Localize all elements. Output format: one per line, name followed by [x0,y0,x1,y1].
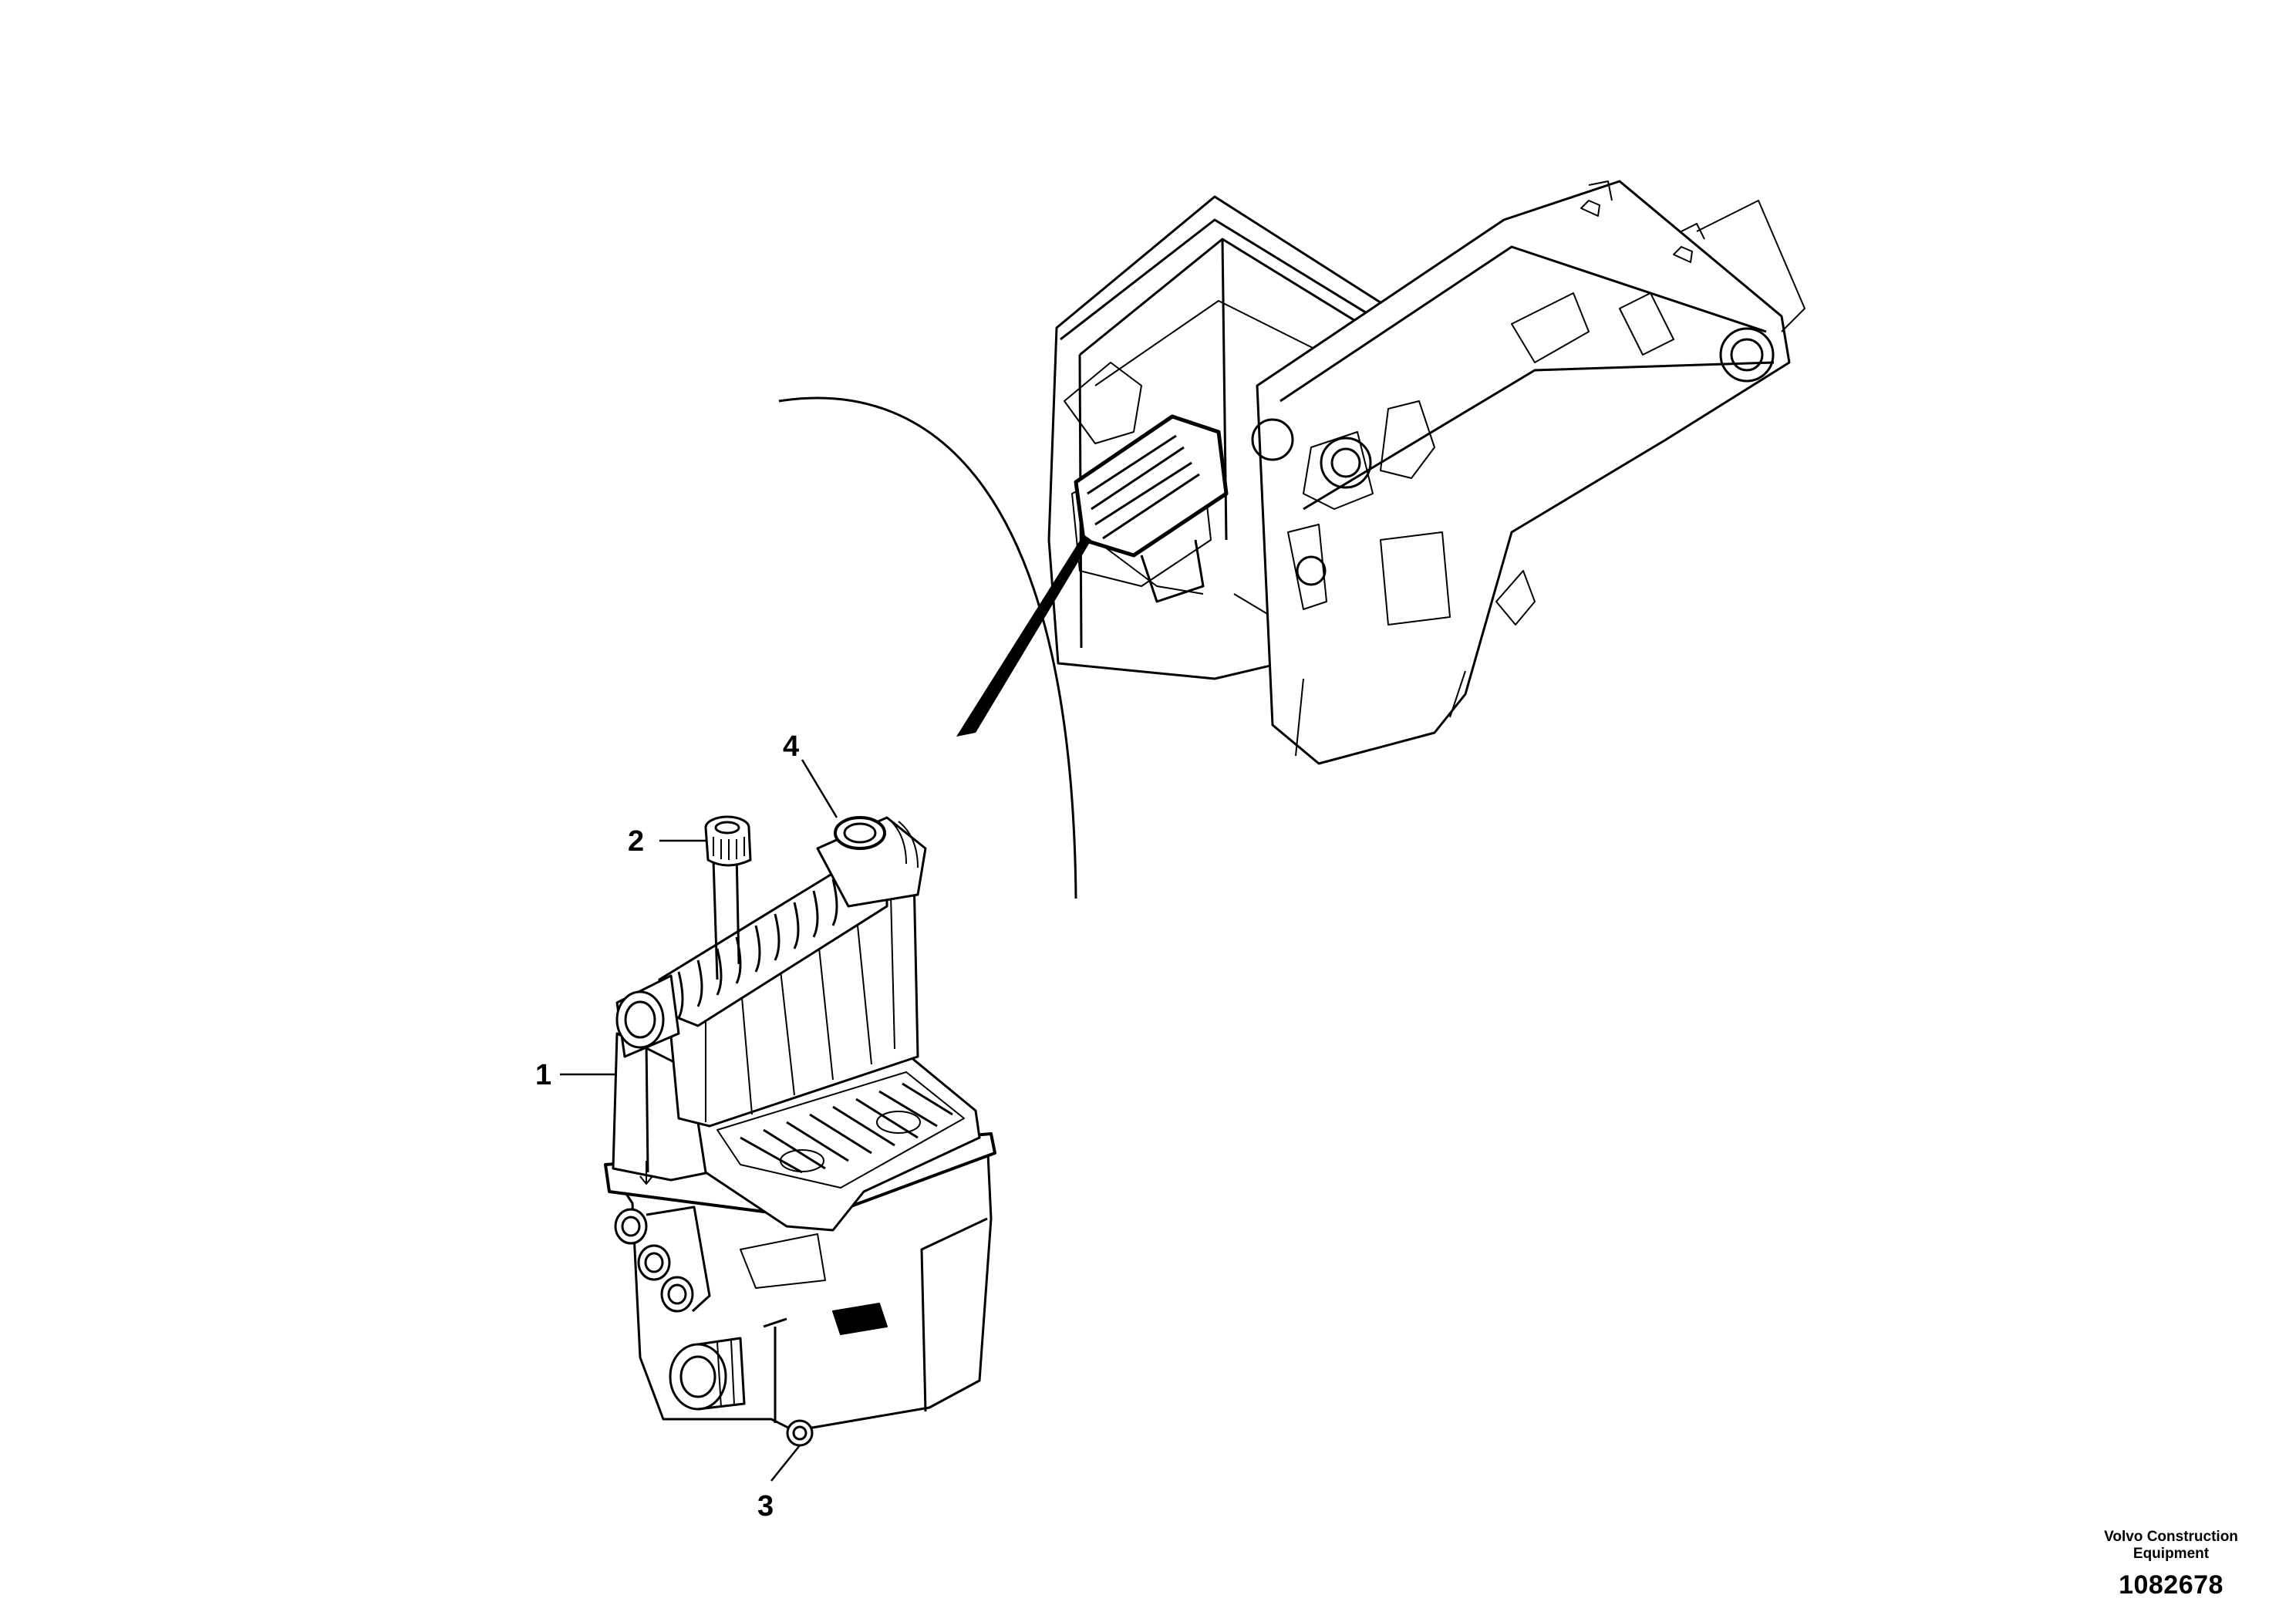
callout-labels: 1 2 3 4 [535,730,799,1523]
callout-leaders [560,759,838,1482]
callout-3: 3 [757,1490,774,1523]
leader-4 [801,759,838,818]
publisher-line-2: Equipment [2132,1546,2210,1562]
zoom-circle-arc [778,396,1077,899]
publisher-line-1: Volvo Construction [2104,1529,2238,1545]
leader-3 [770,1445,801,1482]
zoom-leader [956,534,1091,737]
publisher-block: Volvo Construction Equipment 1082678 [2079,1529,2264,1600]
callout-2: 2 [628,825,644,858]
callout-4: 4 [783,730,799,763]
drawing-number: 1082678 [2119,1570,2224,1600]
callout-1: 1 [535,1059,551,1091]
machine-frame-illustration [1047,180,1805,765]
tank-illustration [604,815,996,1447]
